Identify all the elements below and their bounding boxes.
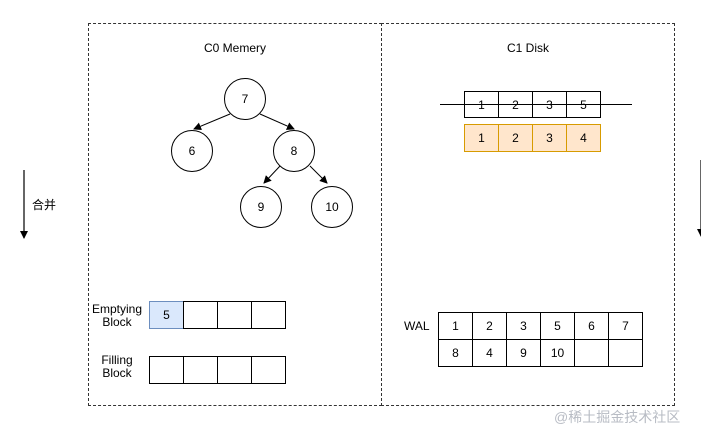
wal-cell: 4 xyxy=(472,339,507,367)
wal-cell xyxy=(608,339,643,367)
c1-title: C1 Disk xyxy=(506,41,549,55)
new-run-cell: 4 xyxy=(566,124,601,152)
emptying-block-cell xyxy=(183,301,218,329)
filling-block-cell xyxy=(217,356,252,384)
filling-block-label: Filling Block xyxy=(101,353,133,380)
edge-8-10 xyxy=(309,165,328,184)
emptying-block-cell xyxy=(217,301,252,329)
wal-cell: 5 xyxy=(540,312,575,340)
new-run-cell: 1 xyxy=(464,124,499,152)
new-run-cell: 2 xyxy=(498,124,533,152)
emptying-block-label: Emptying Block xyxy=(91,302,143,329)
strikethrough-line xyxy=(440,104,632,105)
merge-label: 合并 xyxy=(32,198,57,212)
wal-cell: 8 xyxy=(438,339,473,367)
tree-node-left: 6 xyxy=(171,130,213,172)
new-run-cell: 3 xyxy=(532,124,567,152)
edge-7-6 xyxy=(193,113,231,130)
tree-node-right: 8 xyxy=(273,130,315,172)
wal-cell: 6 xyxy=(574,312,609,340)
filling-block-cell xyxy=(251,356,286,384)
watermark: @稀土掘金技术社区 xyxy=(554,409,681,425)
filling-block-cell xyxy=(149,356,184,384)
wal-cell: 9 xyxy=(506,339,541,367)
wal-cell: 7 xyxy=(608,312,643,340)
wal-cell: 1 xyxy=(438,312,473,340)
wal-label: WAL xyxy=(404,319,430,333)
tree-node-right-left: 9 xyxy=(240,186,282,228)
edge-8-9 xyxy=(263,165,281,184)
tree-node-right-right: 10 xyxy=(311,186,353,228)
c1-disk-panel xyxy=(381,23,675,406)
wal-cell: 10 xyxy=(540,339,575,367)
c0-title: C0 Memery xyxy=(203,41,266,55)
wal-cell: 2 xyxy=(472,312,507,340)
edge-7-8 xyxy=(259,113,295,130)
emptying-block-cell: 5 xyxy=(149,301,184,329)
wal-cell: 3 xyxy=(506,312,541,340)
tree-node-root: 7 xyxy=(224,78,266,120)
emptying-block-cell xyxy=(251,301,286,329)
wal-cell xyxy=(574,339,609,367)
filling-block-cell xyxy=(183,356,218,384)
